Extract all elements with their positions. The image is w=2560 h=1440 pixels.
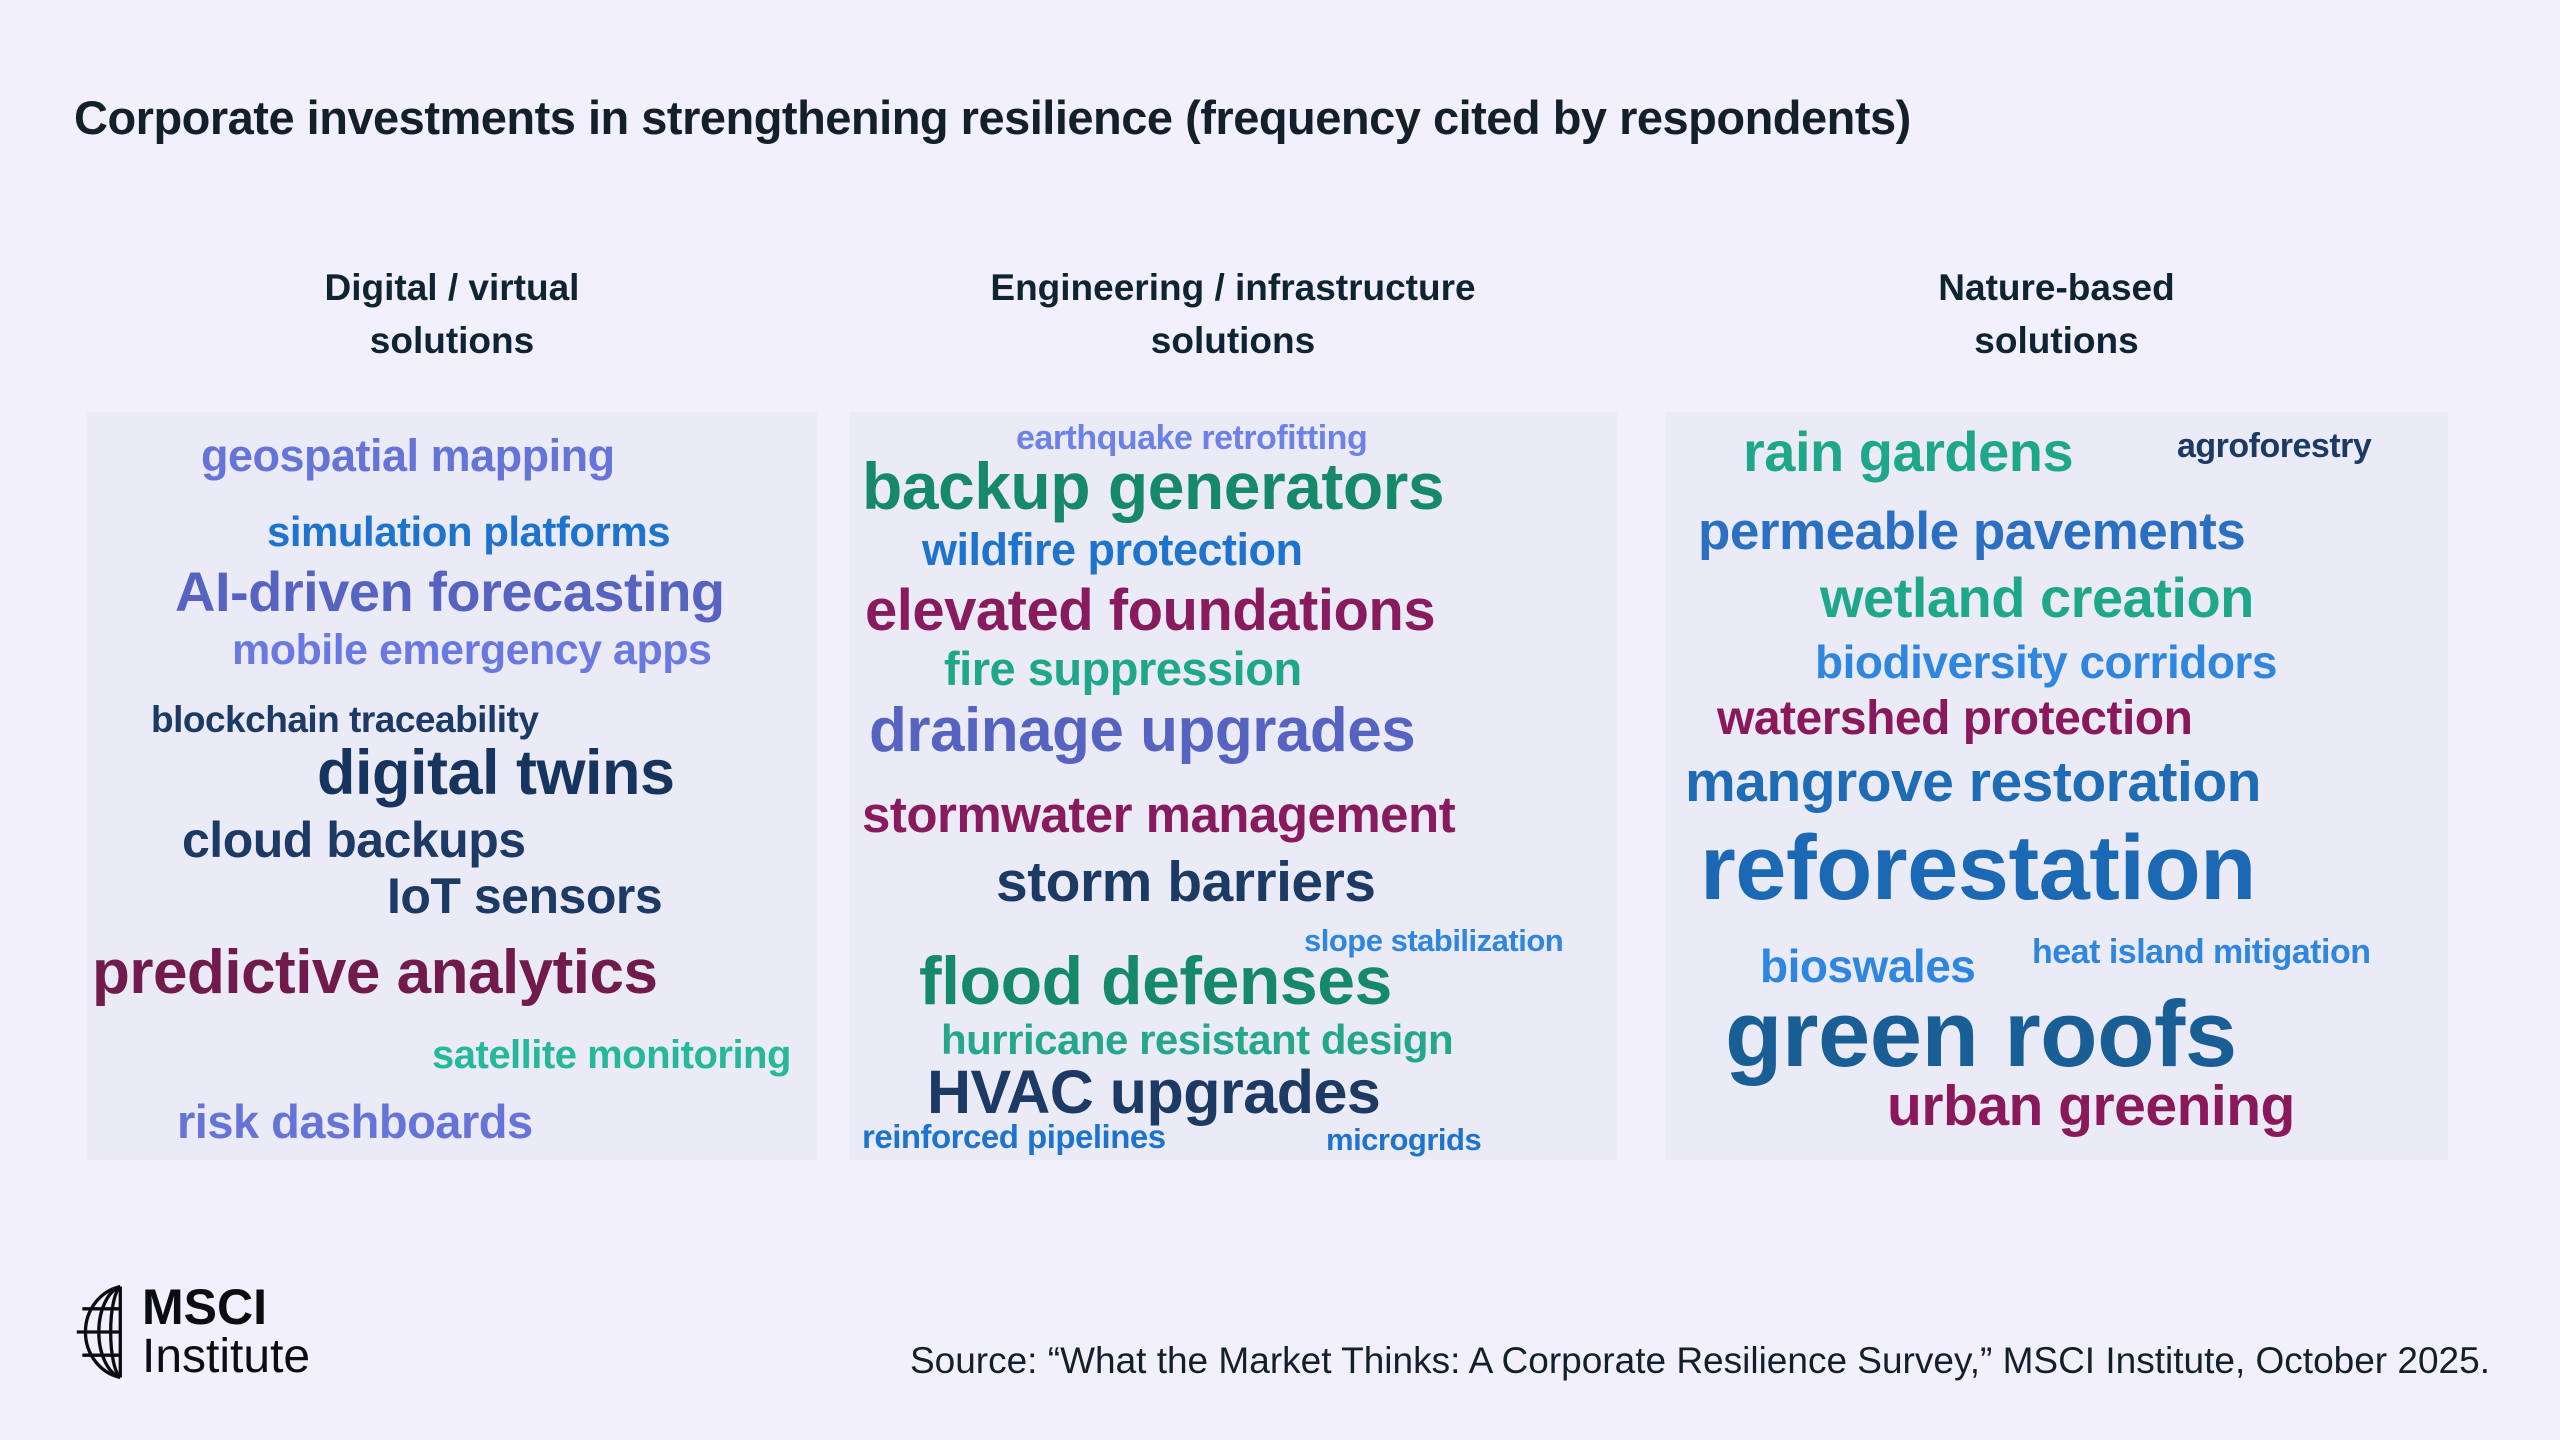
cloud-word: urban greening — [1887, 1074, 2295, 1138]
cloud-word: digital twins — [317, 738, 675, 808]
cloud-word: reinforced pipelines — [862, 1118, 1166, 1155]
cloud-word: cloud backups — [182, 812, 526, 868]
cloud-word: predictive analytics — [92, 938, 658, 1007]
cloud-word: mangrove restoration — [1685, 750, 2261, 814]
cloud-word: slope stabilization — [1304, 923, 1564, 958]
wordcloud-panel: rain gardens agroforestry permeable paveme… — [1665, 412, 2448, 1160]
logo-text: MSCI Institute — [142, 1282, 310, 1382]
msci-institute-logo: MSCI Institute — [74, 1282, 310, 1382]
cloud-word: stormwater management — [862, 786, 1456, 843]
cloud-word: simulation platforms — [267, 508, 671, 555]
logo-institute-label: Institute — [142, 1330, 311, 1383]
cloud-word: green roofs — [1725, 981, 2237, 1086]
column-engineering-infrastructure: Engineering / infrastructure solutions e… — [849, 262, 1617, 1160]
column-header-nature: Nature-based solutions — [1938, 267, 2175, 361]
logo-msci-label: MSCI — [142, 1279, 267, 1335]
cloud-word: flood defenses — [919, 943, 1392, 1019]
column-nature-based: Nature-based solutions rain gardens agrof… — [1665, 262, 2448, 1160]
cloud-word: wetland creation — [1820, 566, 2254, 629]
cloud-word: wildfire protection — [922, 524, 1303, 575]
cloud-word: biodiversity corridors — [1815, 636, 2277, 688]
cloud-word: watershed protection — [1717, 692, 2193, 745]
cloud-word: drainage upgrades — [869, 696, 1416, 765]
cloud-word: AI-driven forecasting — [175, 560, 725, 623]
cloud-word: reforestation — [1700, 817, 2256, 919]
column-digital-virtual: Digital / virtual solutions geospatial m… — [87, 262, 817, 1160]
cloud-word: fire suppression — [944, 642, 1302, 695]
source-text: Source: “What the Market Thinks: A Corpo… — [909, 1340, 2490, 1381]
cloud-word: microgrids — [1326, 1122, 1482, 1157]
column-header-engineering: Engineering / infrastructure solutions — [990, 267, 1476, 361]
cloud-word: IoT sensors — [387, 868, 663, 924]
cloud-word: heat island mitigation — [2032, 933, 2371, 971]
cloud-word: earthquake retrofitting — [1016, 419, 1368, 457]
cloud-word: agroforestry — [2177, 427, 2372, 465]
cloud-word: permeable pavements — [1698, 502, 2246, 561]
cloud-word: elevated foundations — [865, 578, 1436, 643]
cloud-word: blockchain traceability — [151, 699, 539, 740]
page-title: Corporate investments in strengthening r… — [74, 91, 1911, 144]
cloud-word: HVAC upgrades — [927, 1058, 1381, 1126]
cloud-word: mobile emergency apps — [232, 626, 712, 674]
cloud-word: rain gardens — [1743, 420, 2074, 483]
cloud-word: satellite monitoring — [432, 1033, 791, 1077]
globe-icon — [76, 1285, 122, 1380]
cloud-word: bioswales — [1760, 940, 1976, 992]
column-header-digital: Digital / virtual solutions — [324, 267, 580, 361]
cloud-word: storm barriers — [996, 850, 1376, 914]
cloud-word: risk dashboards — [177, 1095, 533, 1148]
cloud-word: backup generators — [862, 449, 1445, 523]
cloud-word: geospatial mapping — [201, 430, 615, 481]
cloud-word: hurricane resistant design — [941, 1016, 1454, 1063]
